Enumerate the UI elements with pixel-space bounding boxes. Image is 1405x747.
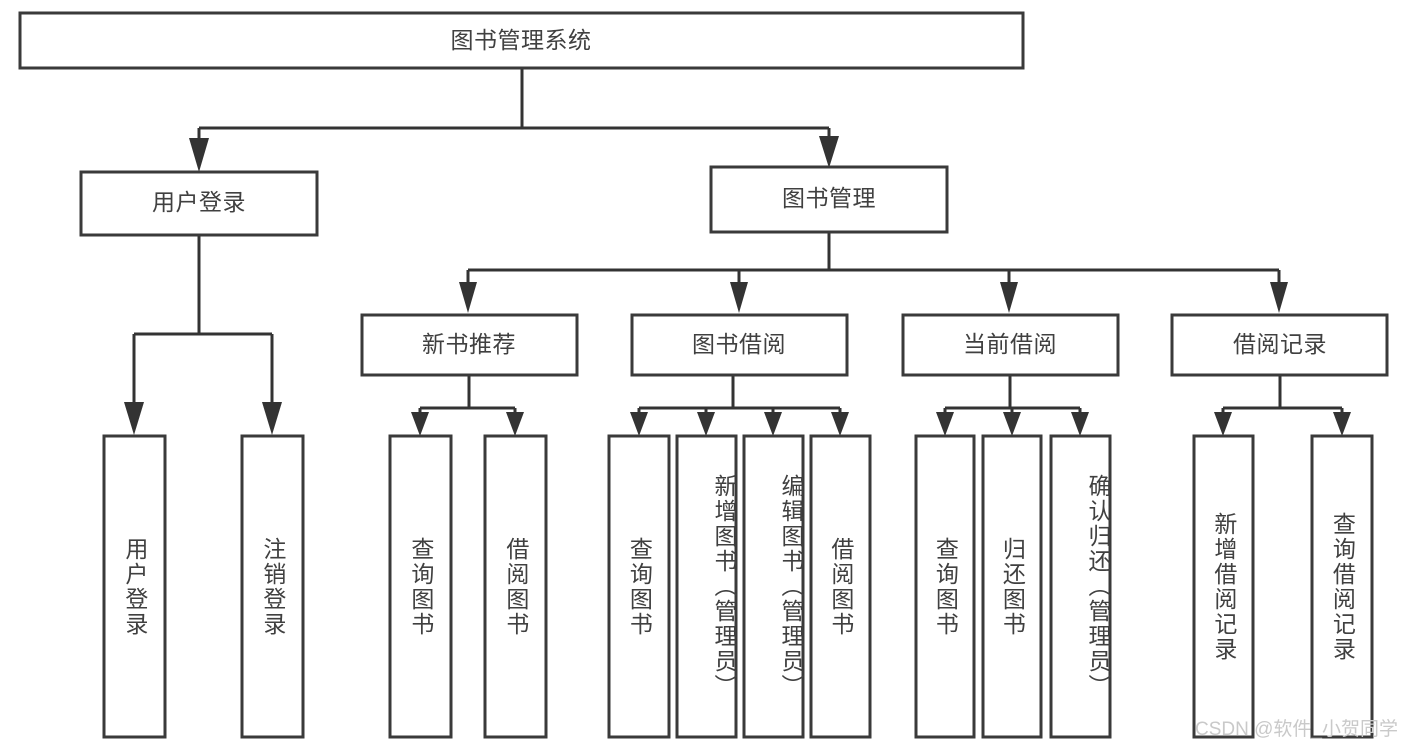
node-book-borrow-box[interactable]: [630, 313, 849, 377]
connector-book-borrow-to-leaves: [630, 375, 849, 436]
leaf-box-borrow-book-2[interactable]: [809, 434, 872, 739]
node-root-system[interactable]: 图书管理系统: [18, 11, 1025, 70]
arrowhead-to-book-borrow: [730, 282, 748, 313]
leaf-group-current-borrow: [914, 434, 1112, 739]
node-book-management-label: 图书管理: [782, 185, 876, 211]
node-user-login-box[interactable]: [79, 170, 319, 237]
node-book-management-box[interactable]: [709, 165, 949, 234]
node-current-borrow-box[interactable]: [901, 313, 1120, 377]
leaf-box-return-book[interactable]: [981, 434, 1043, 739]
arrowhead-currentborrow-leaf-2: [1003, 412, 1021, 436]
leaf-box-borrow-book-1[interactable]: [483, 434, 548, 739]
leaf-box-add-borrow-record[interactable]: [1192, 434, 1255, 739]
node-new-book-recommend-label: 新书推荐: [422, 331, 516, 357]
arrowhead-borrowrecords-leaf-2: [1333, 412, 1351, 436]
leaf-box-add-book-admin[interactable]: [675, 434, 738, 739]
arrowhead-to-current-borrow: [1000, 282, 1018, 313]
arrowhead-bookborrow-leaf-1: [630, 412, 648, 436]
arrowhead-to-new-book: [459, 282, 477, 313]
arrowhead-newbook-leaf-1: [411, 412, 429, 436]
leaf-box-confirm-return-admin[interactable]: [1049, 434, 1112, 739]
arrowhead-leaf-user-login: [124, 402, 144, 435]
arrowhead-newbook-leaf-2: [506, 412, 524, 436]
connector-borrow-records-to-leaves: [1214, 375, 1351, 436]
node-current-borrow[interactable]: 当前借阅: [901, 313, 1120, 377]
node-book-borrow[interactable]: 图书借阅: [630, 313, 849, 377]
node-user-login-label: 用户登录: [152, 189, 246, 215]
arrowhead-currentborrow-leaf-1: [936, 412, 954, 436]
leaf-box-query-book-1[interactable]: [388, 434, 453, 739]
node-new-book-recommend[interactable]: 新书推荐: [360, 313, 579, 377]
leaf-group-borrow-records: [1192, 434, 1374, 739]
node-user-login[interactable]: 用户登录: [79, 170, 319, 237]
node-book-management[interactable]: 图书管理: [709, 165, 949, 234]
csdn-watermark: CSDN @软件_小贺同学: [1195, 718, 1398, 740]
connector-root-to-level2: [189, 68, 839, 172]
arrowhead-to-user-login: [189, 138, 209, 172]
leaf-box-edit-book-admin[interactable]: [742, 434, 805, 739]
arrowhead-bookborrow-leaf-4: [831, 412, 849, 436]
arrowhead-leaf-logout: [262, 402, 282, 435]
node-current-borrow-label: 当前借阅: [963, 331, 1057, 357]
node-root-label: 图书管理系统: [451, 27, 592, 53]
connector-new-book-to-leaves: [411, 375, 524, 436]
node-new-book-recommend-box[interactable]: [360, 313, 579, 377]
node-borrow-records[interactable]: 借阅记录: [1170, 313, 1389, 377]
arrowhead-to-borrow-records: [1270, 282, 1288, 313]
arrowhead-currentborrow-leaf-3: [1071, 412, 1089, 436]
connector-user-login-to-leaves: [124, 235, 282, 435]
node-borrow-records-label: 借阅记录: [1233, 331, 1327, 357]
node-borrow-records-box[interactable]: [1170, 313, 1389, 377]
leaf-box-logout[interactable]: [240, 434, 305, 739]
leaf-group-book-borrow: [607, 434, 872, 739]
leaf-group-new-book-recommend: [388, 434, 548, 739]
node-book-borrow-label: 图书借阅: [692, 331, 786, 357]
leaf-box-query-borrow-record[interactable]: [1310, 434, 1374, 739]
arrowhead-to-book-management: [819, 136, 839, 168]
arrowhead-bookborrow-leaf-3: [764, 412, 782, 436]
arrowhead-borrowrecords-leaf-1: [1214, 412, 1232, 436]
leaf-box-user-login[interactable]: [102, 434, 167, 739]
leaf-box-query-book-2[interactable]: [607, 434, 671, 739]
connector-current-borrow-to-leaves: [936, 375, 1089, 436]
leaf-box-query-book-3[interactable]: [914, 434, 976, 739]
node-root-box[interactable]: [18, 11, 1025, 70]
leaf-group-user-login: [102, 434, 305, 739]
connector-book-management-to-level3: [459, 232, 1288, 313]
arrowhead-bookborrow-leaf-2: [697, 412, 715, 436]
